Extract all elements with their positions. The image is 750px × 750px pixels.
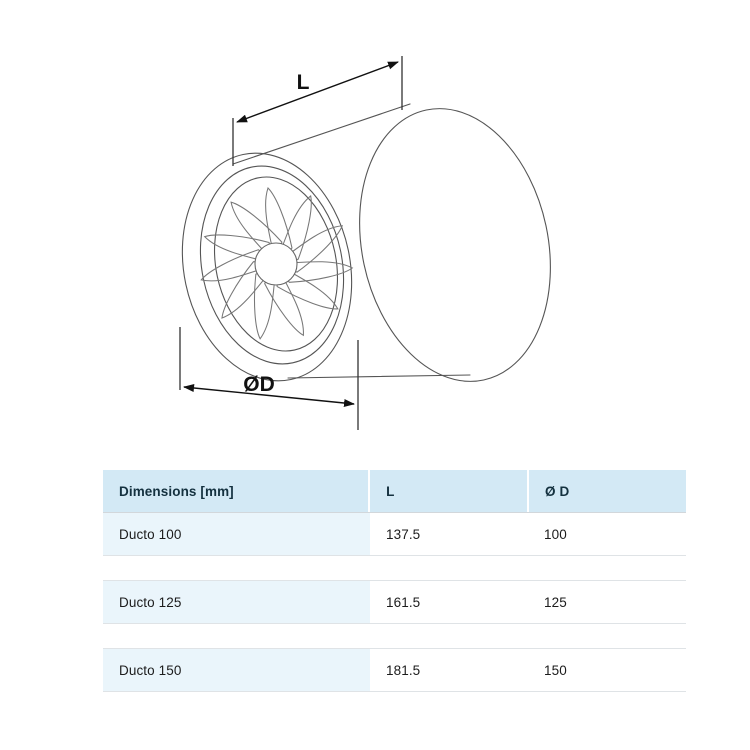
- dimensions-table: Dimensions [mm] L Ø D Ducto 100 137.5 10…: [103, 470, 686, 692]
- rim-inner-ellipse: [213, 176, 339, 352]
- row-rule: [103, 648, 686, 649]
- header-bottom-rule: [103, 512, 686, 513]
- diameter-dimension: ØD: [179, 327, 359, 430]
- length-label: L: [297, 71, 310, 94]
- header-cell-length: L: [370, 470, 528, 512]
- row-rule: [103, 623, 686, 624]
- rim-middle-ellipse: [199, 165, 345, 365]
- front-rim: [181, 152, 353, 382]
- body-bottom-edge: [287, 374, 471, 379]
- cell-diameter: 150: [528, 649, 686, 691]
- cell-length: 181.5: [370, 649, 528, 691]
- cell-model-name: Ducto 100: [103, 513, 370, 555]
- cell-length: 137.5: [370, 513, 528, 555]
- impeller-hub: [254, 242, 298, 286]
- impeller: [200, 187, 354, 340]
- cell-length: 161.5: [370, 581, 528, 623]
- rim-outer-ellipse: [181, 152, 353, 382]
- header-cell-dimensions: Dimensions [mm]: [103, 470, 369, 512]
- row-spacer: [103, 624, 686, 648]
- length-dimension: L: [232, 56, 403, 166]
- technical-drawing: L ØD: [179, 56, 551, 430]
- cell-diameter: 125: [528, 581, 686, 623]
- diameter-label: ØD: [243, 373, 275, 396]
- cell-diameter: 100: [528, 513, 686, 555]
- table-row[interactable]: Ducto 125 161.5 125: [103, 581, 686, 623]
- length-dimension-line: [236, 61, 399, 123]
- row-rule: [103, 555, 686, 556]
- cell-model-name: Ducto 125: [103, 581, 370, 623]
- table-header-row: Dimensions [mm] L Ø D: [103, 470, 686, 512]
- row-spacer: [103, 556, 686, 580]
- header-cell-diameter: Ø D: [529, 470, 686, 512]
- table-row[interactable]: Ducto 150 181.5 150: [103, 649, 686, 691]
- diameter-dimension-line: [183, 384, 355, 407]
- row-rule: [103, 580, 686, 581]
- cell-model-name: Ducto 150: [103, 649, 370, 691]
- rear-end-ellipse: [359, 108, 551, 382]
- table-bottom-rule: [103, 691, 686, 692]
- table-row[interactable]: Ducto 100 137.5 100: [103, 513, 686, 555]
- impeller-blades: [200, 187, 354, 340]
- duct-fan-drawing: L ØD: [179, 56, 551, 430]
